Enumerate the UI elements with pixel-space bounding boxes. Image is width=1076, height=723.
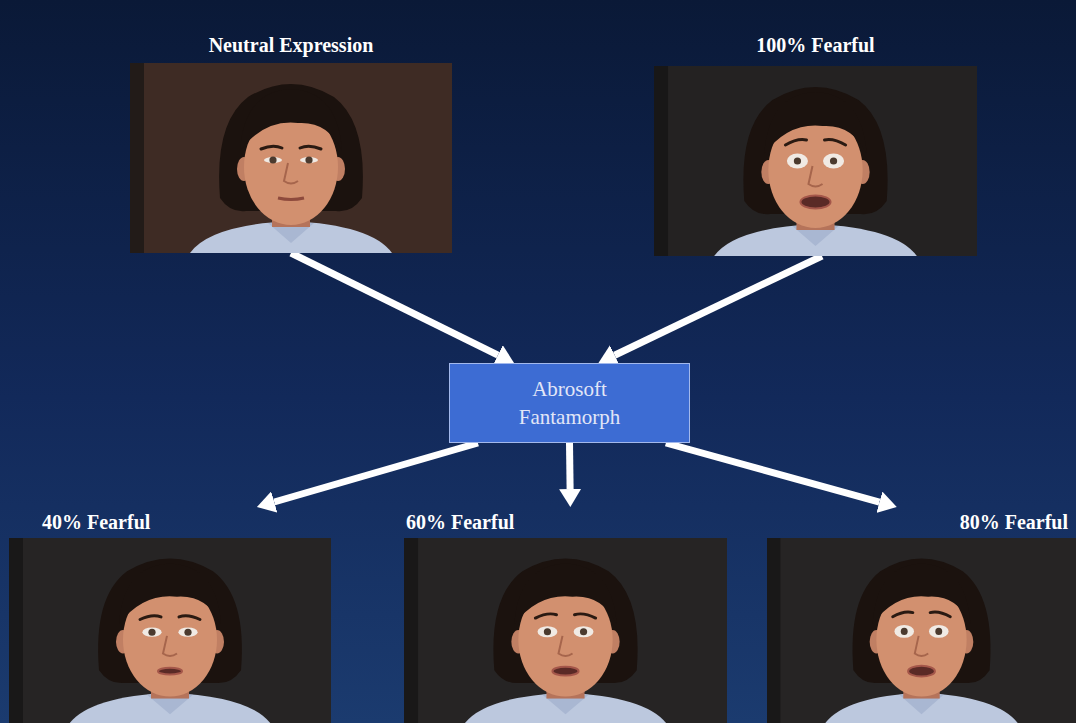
eyebrow [535,614,556,618]
eyebrow [261,146,282,149]
flow-arrow [291,253,498,355]
photo-panel: 100% Fearful [654,30,977,256]
eye-white [538,626,558,637]
photo-frame [654,66,977,256]
photo-frame [404,538,727,723]
photo-edge-shadow [404,538,418,723]
photo-frame [767,538,1076,723]
iris [901,628,908,635]
face-illustration [654,66,977,256]
eyebrow [300,146,321,149]
face-illustration [130,63,452,253]
nose [558,636,572,656]
eye-white [787,154,808,169]
eye-white [178,627,197,636]
photo-edge-shadow [130,63,144,253]
face-illustration [404,538,727,723]
eye-white [894,625,914,638]
eye-white [574,626,594,637]
eye-white [929,625,949,638]
eyebrow [930,612,950,617]
process-box: Abrosoft Fantamorph [449,363,690,443]
nose [915,636,928,656]
photo-background [767,538,1076,723]
face-photo [130,63,452,253]
nose [808,166,822,187]
iris [794,157,801,164]
photo-frame [9,538,331,723]
face-illustration [9,538,331,723]
eyebrow [825,140,846,145]
hair-fringe [873,563,971,624]
photo-background [404,538,727,723]
flow-arrow [666,443,880,502]
eyebrow [179,616,200,620]
box-label: Abrosoft Fantamorph [500,375,640,432]
panel-heading: 60% Fearful [404,507,727,534]
face-photo [404,538,727,723]
eyebrow [140,616,161,620]
iris [580,628,587,635]
photo-background [654,66,977,256]
panel-heading: 40% Fearful [9,507,331,534]
photo-panel: 60% Fearful [404,507,727,723]
photo-panel: Neutral Expression [130,30,452,253]
photo-panel: 80% Fearful [767,507,1076,723]
face-photo [767,538,1076,723]
iris [830,157,837,164]
hair-fringe [764,92,866,154]
iris [305,156,312,163]
eyebrow [785,140,806,145]
mouth [800,196,830,209]
photo-edge-shadow [654,66,668,256]
face-photo [654,66,977,256]
iris [935,628,942,635]
face-photo [9,538,331,723]
eye-white [264,157,282,163]
photo-background [130,63,452,253]
iris [269,156,276,163]
eye-white [300,157,318,163]
hair-fringe [240,89,342,151]
photo-edge-shadow [767,538,780,723]
mouth [158,668,182,675]
photo-background [9,538,331,723]
mouth [278,198,304,200]
face-illustration [767,538,1076,723]
hair-fringe [119,563,221,624]
eyebrow [893,612,913,617]
photo-panel: 40% Fearful [9,507,331,723]
panel-heading: Neutral Expression [130,30,452,57]
photo-frame [130,63,452,253]
flow-arrow [566,443,574,489]
nose [284,163,298,184]
flow-arrow [274,443,478,502]
mouth [552,667,578,676]
panel-heading: 80% Fearful [767,507,1076,534]
panel-heading: 100% Fearful [654,30,977,57]
photo-edge-shadow [9,538,23,723]
eye-white [823,154,844,169]
iris [544,628,551,635]
mouth [908,666,935,677]
eyebrow [575,614,596,618]
iris [184,629,191,636]
iris [148,629,155,636]
eye-white [142,627,161,636]
nose [163,636,177,656]
flow-arrow [615,256,822,355]
hair-fringe [514,563,616,624]
